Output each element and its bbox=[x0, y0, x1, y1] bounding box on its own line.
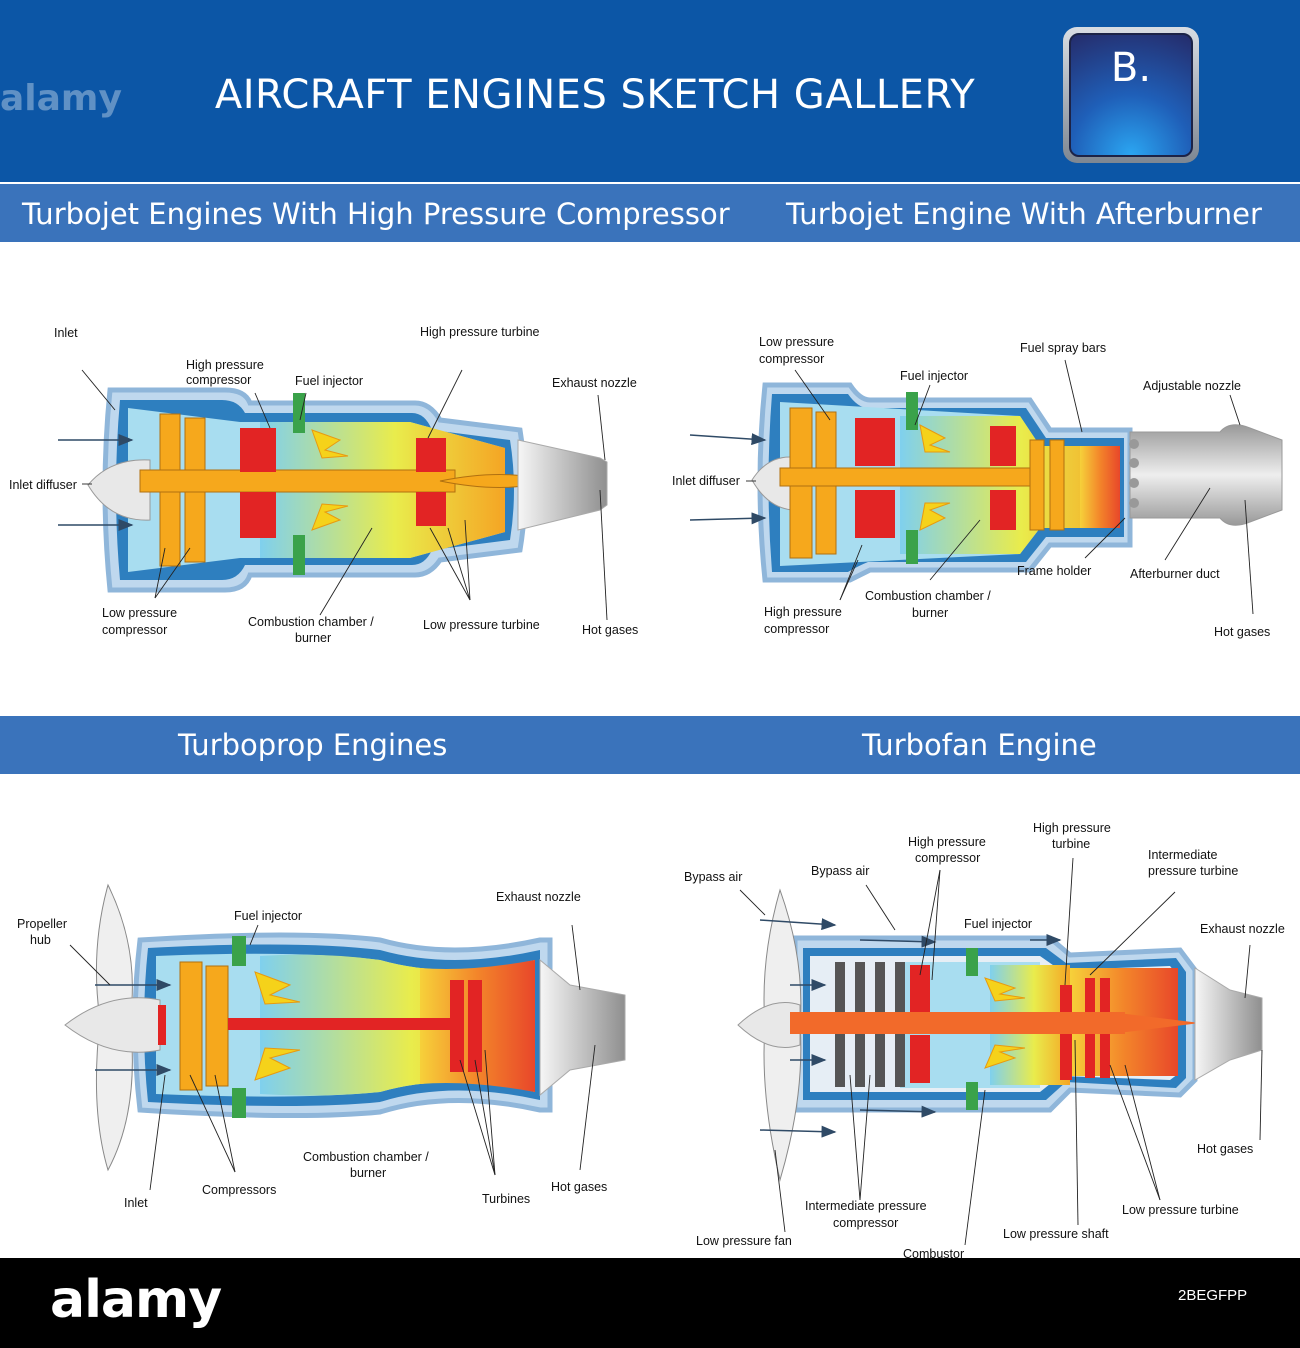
label-tf-ip-turbine-2: pressure turbine bbox=[1148, 864, 1238, 878]
label-inlet-diffuser: Inlet diffuser bbox=[9, 478, 77, 492]
alamy-logo: alamy bbox=[50, 1270, 222, 1330]
label-tp-inlet: Inlet bbox=[124, 1196, 148, 1210]
section-title-afterburner: Turbojet Engine With Afterburner bbox=[786, 197, 1262, 231]
label-tp-propeller-hub-2: hub bbox=[30, 933, 51, 947]
section-band-bottom bbox=[0, 716, 1300, 774]
label-tp-combustion-1: Combustion chamber / bbox=[303, 1150, 429, 1164]
label-ab-inlet-diffuser: Inlet diffuser bbox=[672, 474, 740, 488]
footer-bar bbox=[0, 1258, 1300, 1348]
label-lp-compressor-1: Low pressure bbox=[102, 606, 177, 620]
label-tp-fuel-injector: Fuel injector bbox=[234, 909, 302, 923]
label-tf-hp-compressor-2: compressor bbox=[915, 851, 980, 865]
label-tf-exhaust-nozzle: Exhaust nozzle bbox=[1200, 922, 1285, 936]
label-ab-combustion-1: Combustion chamber / bbox=[865, 589, 991, 603]
watermark-left: alamy bbox=[0, 78, 122, 119]
label-afterburner-duct: Afterburner duct bbox=[1130, 567, 1220, 581]
label-ab-hot-gases: Hot gases bbox=[1214, 625, 1270, 639]
label-tf-hot-gases: Hot gases bbox=[1197, 1142, 1253, 1156]
label-tf-fuel-injector: Fuel injector bbox=[964, 917, 1032, 931]
label-ab-combustion-2: burner bbox=[912, 606, 948, 620]
label-lp-compressor-2: compressor bbox=[102, 623, 167, 637]
label-tf-ip-compressor-1: Intermediate pressure bbox=[805, 1199, 927, 1213]
label-tp-combustion-2: burner bbox=[350, 1166, 386, 1180]
label-tf-hp-compressor-1: High pressure bbox=[908, 835, 986, 849]
label-adjustable-nozzle: Adjustable nozzle bbox=[1143, 379, 1241, 393]
section-title-turbofan: Turbofan Engine bbox=[862, 728, 1097, 762]
label-tp-hot-gases: Hot gases bbox=[551, 1180, 607, 1194]
label-hp-compressor-2: compressor bbox=[186, 373, 251, 387]
label-tf-ip-turbine-1: Intermediate bbox=[1148, 848, 1218, 862]
label-tp-exhaust-nozzle: Exhaust nozzle bbox=[496, 890, 581, 904]
badge: B. bbox=[1063, 27, 1199, 163]
label-inlet: Inlet bbox=[54, 326, 78, 340]
label-fuel-spray-bars: Fuel spray bars bbox=[1020, 341, 1106, 355]
section-title-turboprop: Turboprop Engines bbox=[178, 728, 448, 762]
label-hot-gases: Hot gases bbox=[582, 623, 638, 637]
label-ab-lp-compressor-2: compressor bbox=[759, 352, 824, 366]
label-tp-compressors: Compressors bbox=[202, 1183, 276, 1197]
label-lp-turbine: Low pressure turbine bbox=[423, 618, 540, 632]
turboprop-diagram: Propeller hub Fuel injector Exhaust nozz… bbox=[17, 883, 626, 1210]
section-band-top bbox=[0, 184, 1300, 242]
turbofan-diagram: Bypass air Bypass air High pressure comp… bbox=[684, 821, 1285, 1258]
label-ab-lp-compressor-1: Low pressure bbox=[759, 335, 834, 349]
label-tf-ip-compressor-2: compressor bbox=[833, 1216, 898, 1230]
label-exhaust-nozzle: Exhaust nozzle bbox=[552, 376, 637, 390]
label-tp-turbines: Turbines bbox=[482, 1192, 530, 1206]
section-title-turbojet: Turbojet Engines With High Pressure Comp… bbox=[22, 197, 730, 231]
label-tf-bypass-air-2: Bypass air bbox=[811, 864, 869, 878]
page-title: AIRCRAFT ENGINES SKETCH GALLERY bbox=[214, 72, 976, 118]
label-combustion-2: burner bbox=[295, 631, 331, 645]
label-ab-hp-compressor-2: compressor bbox=[764, 622, 829, 636]
label-tf-hp-turbine-2: turbine bbox=[1052, 837, 1090, 851]
label-tf-lp-turbine: Low pressure turbine bbox=[1122, 1203, 1239, 1217]
label-tf-lp-fan: Low pressure fan bbox=[696, 1234, 792, 1248]
image-id: 2BEGFPP bbox=[1178, 1287, 1248, 1304]
label-tp-propeller-hub-1: Propeller bbox=[17, 917, 67, 931]
label-tf-hp-turbine-1: High pressure bbox=[1033, 821, 1111, 835]
turbojet-diagram: Inlet High pressure compressor Fuel inje… bbox=[9, 325, 638, 645]
label-hp-turbine: High pressure turbine bbox=[420, 325, 540, 339]
label-fuel-injector: Fuel injector bbox=[295, 374, 363, 388]
label-combustion-1: Combustion chamber / bbox=[248, 615, 374, 629]
label-ab-fuel-injector: Fuel injector bbox=[900, 369, 968, 383]
label-tf-lp-shaft: Low pressure shaft bbox=[1003, 1227, 1109, 1241]
label-tf-combustor: Combustor bbox=[903, 1247, 964, 1258]
afterburner-diagram: Low pressure compressor Fuel injector Fu… bbox=[672, 335, 1283, 639]
badge-label: B. bbox=[1069, 33, 1193, 157]
label-tf-bypass-air-1: Bypass air bbox=[684, 870, 742, 884]
label-hp-compressor-1: High pressure bbox=[186, 358, 264, 372]
label-ab-hp-compressor-1: High pressure bbox=[764, 605, 842, 619]
engine-diagrams: Inlet High pressure compressor Fuel inje… bbox=[9, 325, 1285, 1258]
label-frame-holder: Frame holder bbox=[1017, 564, 1091, 578]
